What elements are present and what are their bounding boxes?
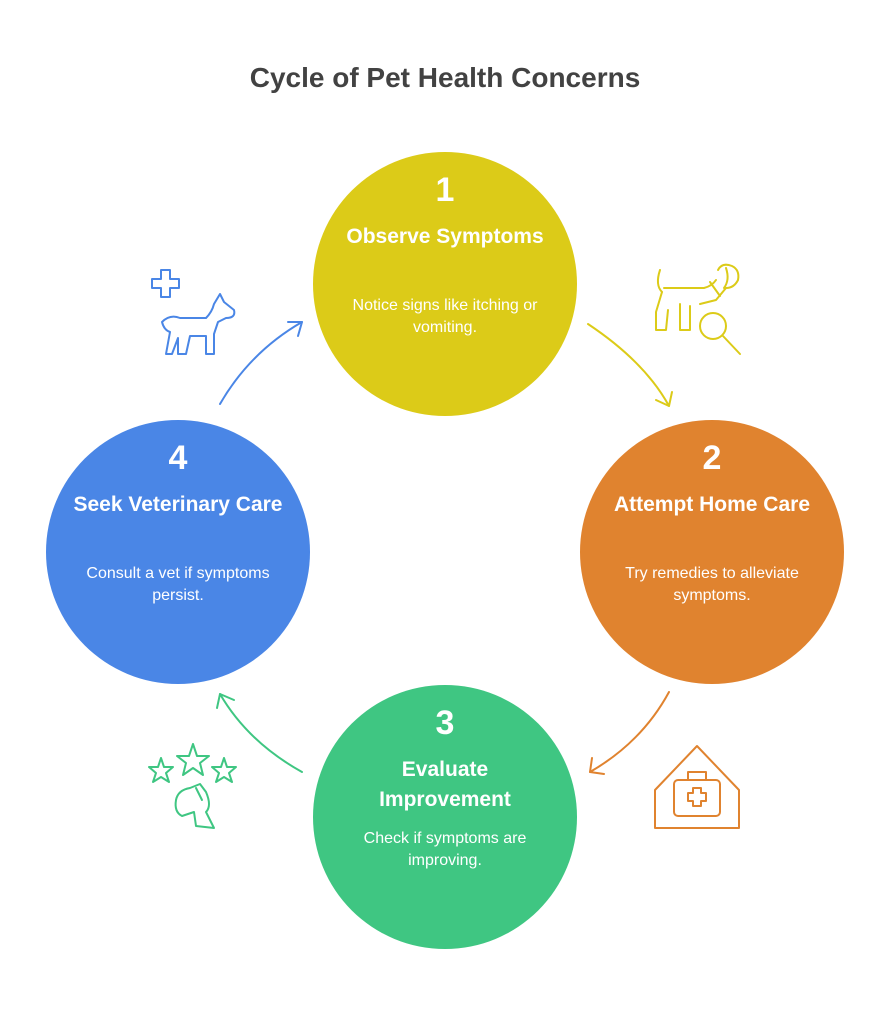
step-description: Check if symptoms are improving. bbox=[363, 830, 527, 869]
step-number: 1 bbox=[435, 171, 455, 209]
diagram-title: Cycle of Pet Health Concerns bbox=[249, 62, 641, 93]
arrow-step4-to-step1 bbox=[219, 321, 303, 405]
step-heading: Attempt Home Care bbox=[613, 493, 811, 516]
step-heading: Evaluate Improvement bbox=[379, 758, 511, 811]
step-evaluate-improvement: 3 Evaluate Improvement Check if symptoms… bbox=[313, 685, 577, 949]
step-number: 3 bbox=[435, 704, 455, 742]
step-seek-veterinary-care: 4 Seek Veterinary Care Consult a vet if … bbox=[46, 420, 310, 684]
step-attempt-home-care: 2 Attempt Home Care Try remedies to alle… bbox=[580, 420, 844, 684]
step-description: Try remedies to alleviate symptoms. bbox=[625, 565, 799, 604]
step-number: 2 bbox=[702, 439, 722, 477]
step-heading: Seek Veterinary Care bbox=[73, 493, 283, 516]
step-description: Consult a vet if symptoms persist. bbox=[86, 565, 270, 604]
house-medical-kit-icon bbox=[654, 745, 740, 829]
step-heading: Observe Symptoms bbox=[346, 225, 544, 248]
step-number: 4 bbox=[168, 439, 188, 477]
dog-magnifier-icon bbox=[655, 263, 741, 355]
step-description: Notice signs like itching or vomiting. bbox=[352, 297, 538, 336]
arrow-step2-to-step3 bbox=[589, 691, 670, 775]
arrow-step3-to-step4 bbox=[216, 693, 303, 773]
step-observe-symptoms: 1 Observe Symptoms Notice signs like itc… bbox=[313, 152, 577, 416]
dog-medical-cross-icon bbox=[151, 269, 236, 355]
arrow-step1-to-step2 bbox=[587, 323, 673, 407]
dog-stars-icon bbox=[148, 743, 237, 829]
